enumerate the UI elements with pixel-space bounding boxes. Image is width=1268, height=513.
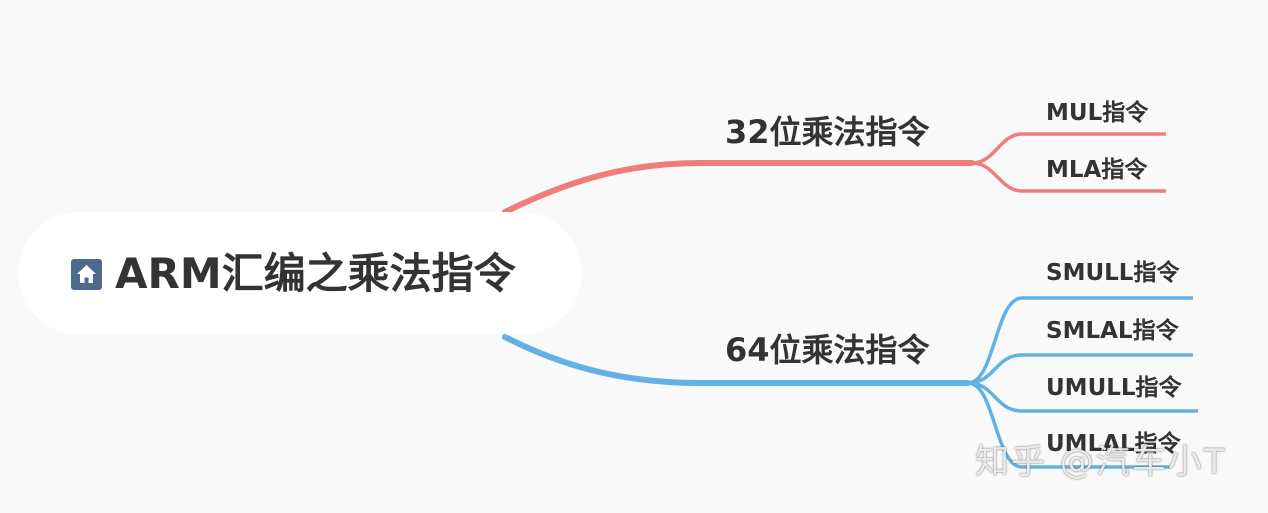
connector-64bit-umlal xyxy=(967,381,1170,469)
leaf-umull[interactable]: UMULL指令 xyxy=(1046,375,1182,401)
root-title[interactable]: ARM汇编之乘法指令 xyxy=(115,249,516,298)
connector-64bit-smull xyxy=(967,296,1193,385)
leaf-mla[interactable]: MLA指令 xyxy=(1046,157,1148,183)
connector-32bit-mla xyxy=(971,161,1166,193)
connector-64bit-smlal xyxy=(967,353,1193,385)
leaf-umlal[interactable]: UMLAL指令 xyxy=(1046,431,1181,457)
connector-root-32bit xyxy=(502,160,975,215)
root-node[interactable] xyxy=(18,212,582,334)
home-icon xyxy=(71,259,102,290)
connector-32bit-mul xyxy=(971,132,1166,165)
leaf-mul[interactable]: MUL指令 xyxy=(1046,100,1149,126)
branch-64bit-label[interactable]: 64位乘法指令 xyxy=(725,331,930,369)
connector-root-64bit xyxy=(502,334,971,386)
branch-32bit-label[interactable]: 32位乘法指令 xyxy=(725,113,930,151)
leaf-smull[interactable]: SMULL指令 xyxy=(1046,260,1180,286)
leaf-smlal[interactable]: SMLAL指令 xyxy=(1046,318,1179,344)
watermark: 知乎 @汽车小T xyxy=(975,442,1227,482)
